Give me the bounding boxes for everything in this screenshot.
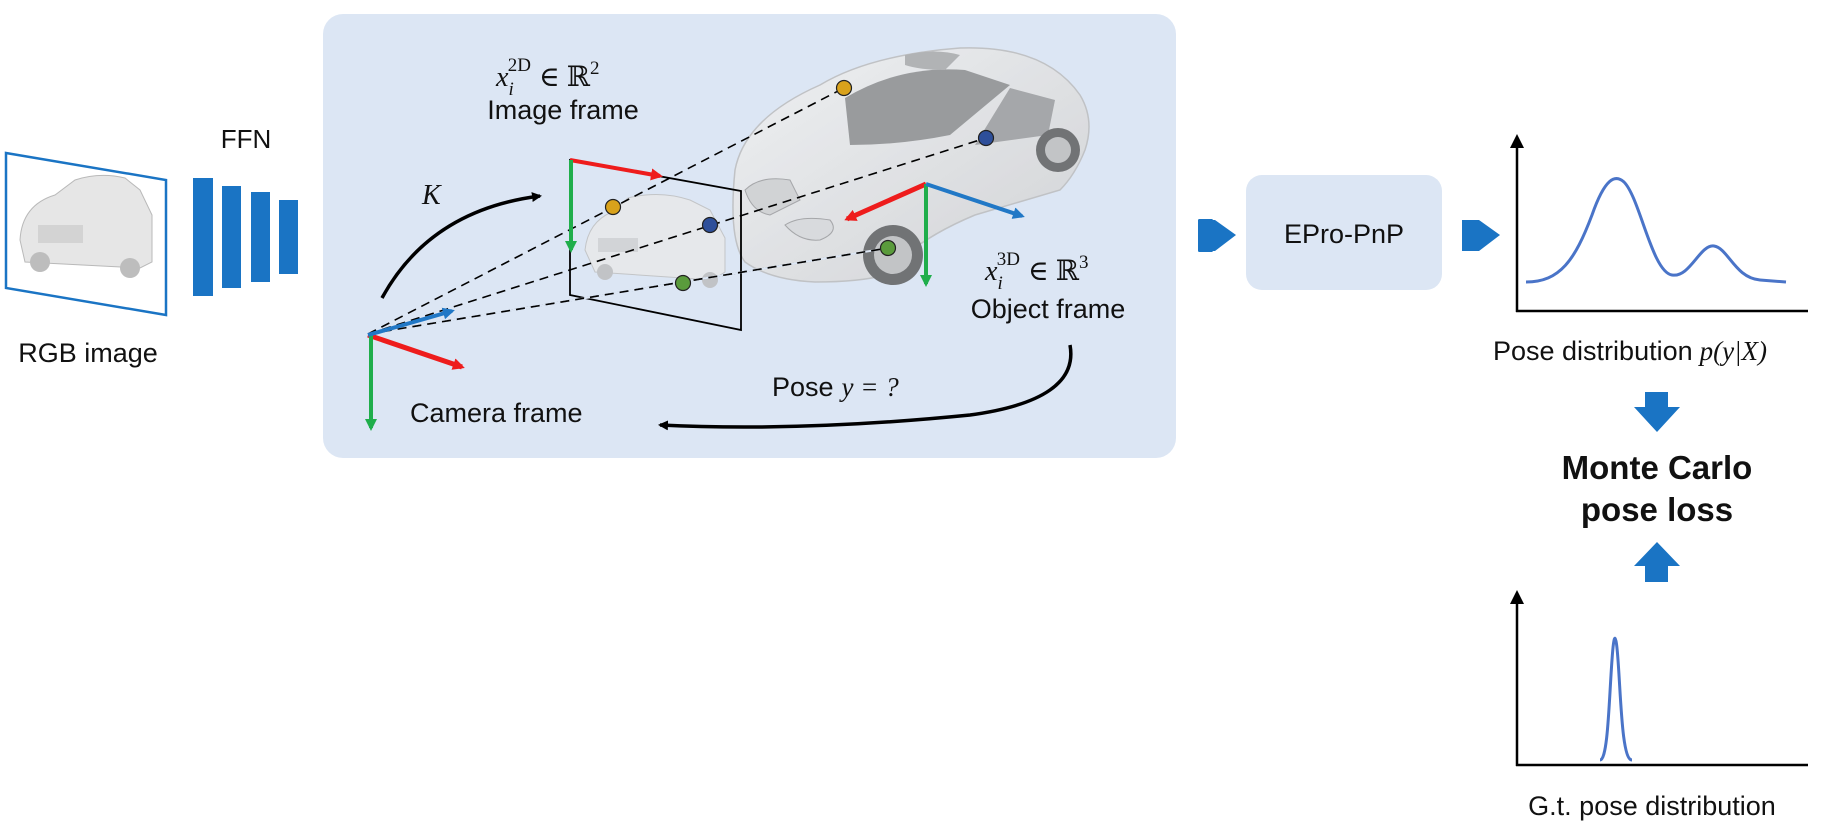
ffn-label: FFN [221, 124, 272, 154]
ffn-bars-icon [193, 178, 298, 296]
point-2d-gold [604, 198, 622, 216]
arrow-to-epro-pnp-head [1198, 220, 1236, 251]
k-projection-arrow [380, 192, 542, 299]
gt-dist-curve [1599, 636, 1633, 762]
arrow-down-to-loss [1634, 392, 1680, 432]
epro-pnp-label: EPro-PnP [1284, 219, 1404, 249]
car-3d-model-icon [732, 47, 1090, 285]
point-3d-navy [977, 129, 995, 147]
camera-frame-label: Camera frame [410, 398, 583, 428]
image-frame-x-axis [569, 158, 663, 181]
object-frame-x-axis [844, 181, 928, 222]
object-frame-z-axis [925, 182, 1025, 219]
correspondence-points [604, 79, 995, 292]
camera-frame-x-axis [367, 332, 465, 370]
arrow-up-to-loss [1634, 542, 1680, 582]
point-2d-navy [701, 216, 719, 234]
car-image-icon [19, 174, 153, 278]
monte-carlo-label-line2: pose loss [1581, 491, 1733, 528]
point-3d-gold [835, 79, 853, 97]
rgb-image [4, 151, 168, 317]
image-frame-label: Image frame [487, 95, 639, 125]
point-2d-green [674, 274, 692, 292]
point-3d-green [879, 239, 897, 257]
arrow-from-epro-pnp [1462, 220, 1500, 251]
monte-carlo-label-line1: Monte Carlo [1562, 449, 1753, 486]
k-label: K [421, 180, 442, 211]
pose-dist-curve [1525, 177, 1787, 284]
rgb-image-label: RGB image [18, 338, 158, 368]
image-plane-car-icon [584, 194, 726, 288]
gt-pose-distribution-label: G.t. pose distribution [1528, 791, 1776, 821]
pose-distribution-plot [1510, 134, 1808, 313]
x2d-formula: xi2D∈ ℝ2 [495, 55, 599, 100]
camera-frame-z-axis [367, 307, 455, 337]
x3d-formula: xi3D∈ ℝ3 [984, 249, 1088, 294]
epro-pnp-box [1246, 175, 1442, 290]
gt-pose-distribution-plot [1510, 590, 1808, 767]
pose-arrow [658, 344, 1073, 431]
object-frame-label: Object frame [971, 294, 1126, 324]
